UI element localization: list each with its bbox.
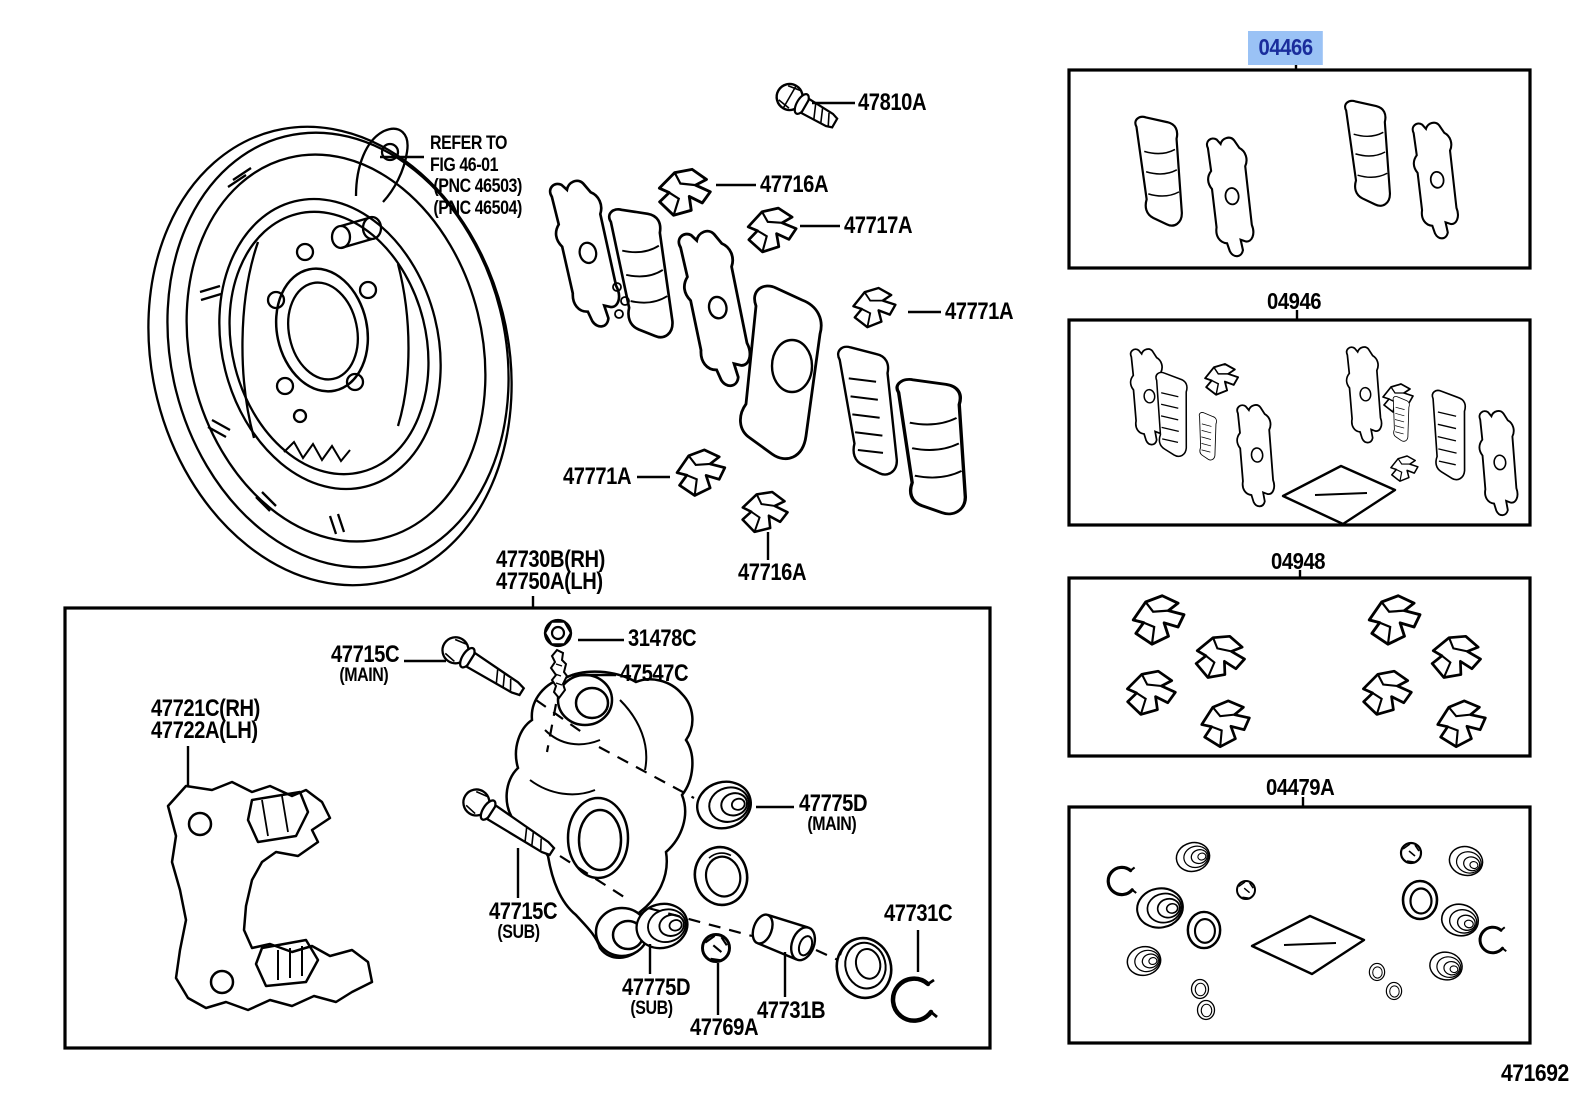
part-label-47775d-sub[interactable]: 47775D (SUB) — [622, 974, 691, 1019]
piston-boot-drawing — [835, 936, 893, 1000]
kit-04466-contents — [1129, 94, 1466, 260]
part-label-47721c-47722a[interactable]: 47721C(RH) 47722A(LH) — [151, 695, 260, 744]
refer-note: REFER TO FIG 46-01 (PNC 46503) (PNC 4650… — [430, 133, 522, 219]
part-label-47717a[interactable]: 47717A — [844, 212, 913, 239]
clip-47716a-bottom-drawing — [738, 486, 792, 538]
part-label-47771a-right[interactable]: 47771A — [945, 298, 1014, 325]
part-number[interactable]: 47715C — [489, 898, 558, 925]
kit-04946-contents — [1126, 343, 1524, 526]
part-label-47716a-top[interactable]: 47716A — [760, 171, 829, 198]
kit-label-04479a[interactable]: 04479A — [1266, 774, 1335, 800]
bleeder-47547c-drawing — [549, 648, 569, 700]
part-qualifier: (MAIN) — [339, 665, 389, 686]
part-label-47771a-left[interactable]: 47771A — [563, 463, 632, 490]
refer-note-line2: FIG 46-01 — [430, 154, 499, 176]
part-number[interactable]: 47775D — [622, 974, 691, 1001]
leader-lines — [186, 64, 1305, 1015]
backing-plate-drawing — [147, 125, 513, 587]
kit-box-04946 — [1067, 318, 1532, 527]
part-number[interactable]: 47775D — [799, 790, 868, 817]
nut-31478c-drawing — [543, 618, 573, 648]
cap-nut-47769a-drawing — [701, 933, 731, 963]
part-label-47810a[interactable]: 47810A — [858, 89, 927, 116]
clip-47771a-left-drawing — [674, 447, 728, 498]
refer-note-line1: REFER TO — [430, 133, 508, 154]
part-qualifier: (SUB) — [497, 922, 540, 943]
assembly-axis-lines — [535, 699, 839, 962]
part-qualifier: (MAIN) — [807, 814, 857, 835]
piston-47731b-drawing — [751, 913, 817, 962]
slide-pin-sub-drawing — [462, 788, 556, 857]
caliper-assembly-box — [63, 606, 992, 1050]
kit-boxes — [1067, 68, 1532, 1045]
part-number[interactable]: 47715C — [331, 641, 400, 668]
part-label-47715c-sub[interactable]: 47715C (SUB) — [489, 898, 558, 943]
kit-box-04466 — [1067, 68, 1532, 270]
kit-04948-contents — [1123, 592, 1490, 750]
kit-label-04948[interactable]: 04948 — [1271, 548, 1326, 574]
bracket-47721c-drawing — [166, 780, 374, 1012]
part-label-47731c[interactable]: 47731C — [884, 900, 953, 927]
part-label-47731b[interactable]: 47731B — [757, 997, 826, 1024]
figure-number: 471692 — [1501, 1060, 1569, 1087]
part-label-47730b[interactable]: 47730B(RH) — [496, 546, 605, 573]
refer-note-line3: (PNC 46503) — [433, 176, 522, 197]
boot-main-drawing — [690, 774, 758, 836]
pad-shim-stack-drawing — [542, 173, 984, 523]
part-label-47722a[interactable]: 47722A(LH) — [151, 717, 258, 744]
part-label-47775d-main[interactable]: 47775D (MAIN) — [799, 790, 868, 835]
part-label-31478c[interactable]: 31478C — [628, 625, 697, 652]
kit-box-04479a — [1067, 805, 1532, 1045]
kit-label-04946[interactable]: 04946 — [1267, 288, 1322, 314]
clip-47717a-drawing — [745, 204, 799, 256]
kit-04479a-contents — [1106, 838, 1508, 1021]
refer-note-line4: (PNC 46504) — [433, 197, 522, 219]
snap-ring-47731c-drawing — [890, 976, 938, 1023]
part-label-47730b-47750a[interactable]: 47730B(RH) 47750A(LH) — [496, 546, 605, 595]
part-label-47547c[interactable]: 47547C — [620, 660, 689, 687]
piston-seal-drawing — [693, 845, 749, 907]
clip-47771a-right-drawing — [852, 286, 897, 329]
bolt-47810a-drawing — [775, 82, 839, 129]
caliper-body-drawing — [505, 670, 694, 959]
part-label-47769a[interactable]: 47769A — [690, 1014, 759, 1041]
part-label-47715c-main[interactable]: 47715C (MAIN) — [331, 641, 400, 686]
part-label-47721c[interactable]: 47721C(RH) — [151, 695, 260, 722]
clip-47716a-top-drawing — [655, 164, 714, 221]
part-label-47750a[interactable]: 47750A(LH) — [496, 568, 603, 595]
slide-pin-main-drawing — [441, 636, 526, 697]
part-qualifier: (SUB) — [630, 998, 673, 1019]
kit-label-04466-highlighted[interactable]: 04466 — [1248, 31, 1324, 65]
part-label-47716a-bottom[interactable]: 47716A — [738, 559, 807, 586]
